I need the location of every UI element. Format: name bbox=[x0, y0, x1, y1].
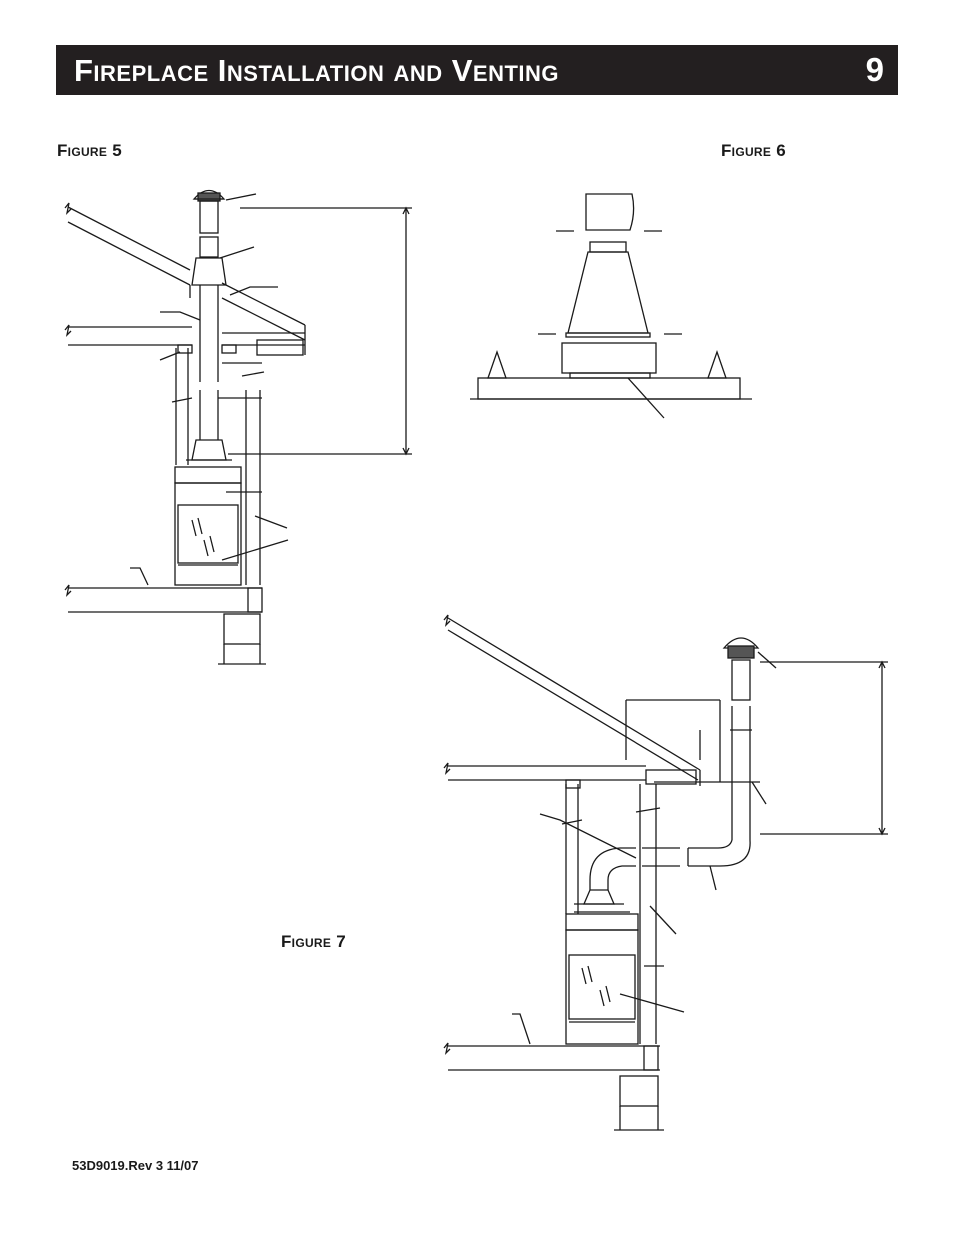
fig7-height-dimension bbox=[760, 660, 888, 836]
fig7-horizontal-vent bbox=[574, 847, 680, 913]
fig6-collar bbox=[538, 241, 682, 338]
figure-6-label: Figure 6 bbox=[721, 141, 786, 160]
page-title: Fireplace Installation and Venting bbox=[74, 53, 560, 88]
document-revision: 53D9019.Rev 3 11/07 bbox=[72, 1158, 199, 1173]
figure-5-label: Figure 5 bbox=[57, 141, 122, 160]
page-header: Fireplace Installation and Venting 9 bbox=[56, 45, 898, 95]
fig5-fireplace bbox=[174, 466, 242, 586]
fig7-fireplace bbox=[565, 913, 639, 1045]
fig7-ceiling bbox=[443, 762, 697, 789]
fig7-wall bbox=[561, 784, 661, 1044]
fig5-height-dimension bbox=[228, 206, 412, 456]
fig7-roof bbox=[443, 614, 701, 786]
fig5-leaders bbox=[130, 193, 289, 586]
fig7-leaders bbox=[512, 651, 777, 1045]
fig7-vent-cap bbox=[687, 637, 760, 867]
fig7-floor bbox=[443, 1042, 664, 1131]
figure-7-label: Figure 7 bbox=[281, 932, 346, 951]
fig5-vent-cap bbox=[191, 189, 227, 286]
fig5-floor bbox=[64, 584, 266, 665]
page-number: 9 bbox=[865, 51, 884, 88]
fig6-base bbox=[470, 342, 752, 419]
fig6-cap-top bbox=[556, 193, 662, 232]
fig5-ceiling bbox=[64, 324, 305, 356]
